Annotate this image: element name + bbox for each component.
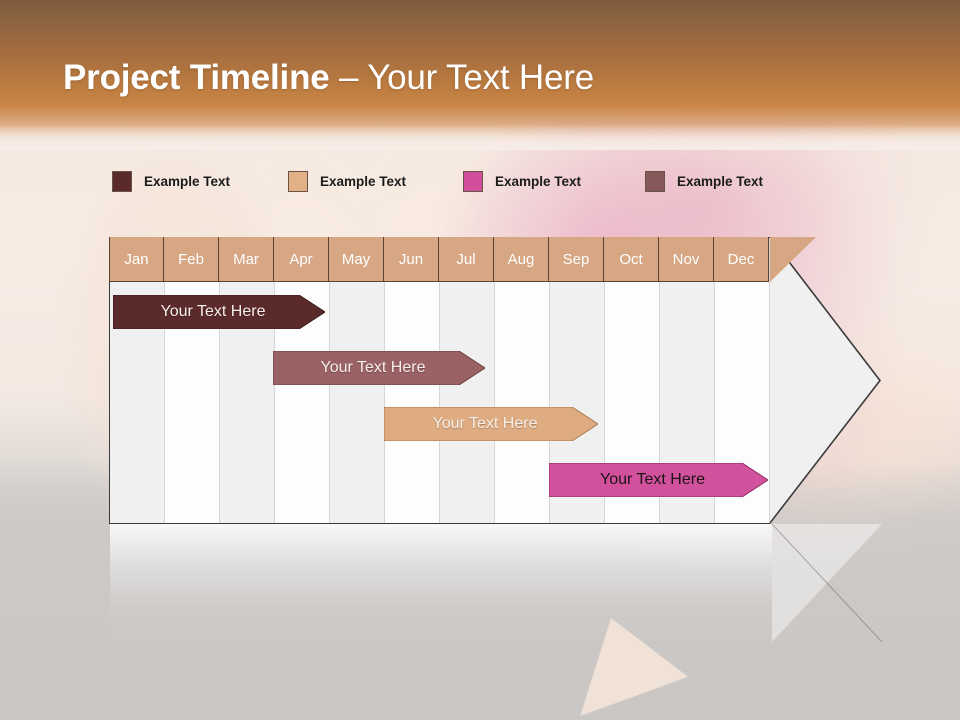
legend-item-1: Example Text xyxy=(288,168,406,194)
title-band xyxy=(0,0,960,150)
month-header-nov[interactable]: Nov xyxy=(659,237,714,282)
task-bar-2[interactable]: Your Text Here xyxy=(384,407,598,441)
legend-swatch-icon xyxy=(463,170,483,192)
month-header-jul[interactable]: Jul xyxy=(439,237,494,282)
page-title: Project Timeline – Your Text Here xyxy=(63,58,594,98)
legend-swatch-icon xyxy=(112,170,132,192)
task-bar-label: Your Text Here xyxy=(160,303,266,320)
month-header-jun[interactable]: Jun xyxy=(384,237,439,282)
task-bar-shape xyxy=(549,463,768,497)
legend-item-2: Example Text xyxy=(463,168,581,194)
legend-swatch-icon xyxy=(288,170,308,192)
grid-separator xyxy=(494,238,495,523)
page-title-bold: Project Timeline xyxy=(63,58,330,97)
task-bar-label: Your Text Here xyxy=(432,415,538,432)
task-bar-0[interactable]: Your Text Here xyxy=(113,295,325,329)
grid-separator xyxy=(714,238,715,523)
chart-reflection-arrow xyxy=(772,524,883,642)
grid-column-dec xyxy=(715,238,770,523)
grid-separator xyxy=(769,238,770,523)
grid-separator xyxy=(549,238,550,523)
month-header-feb[interactable]: Feb xyxy=(164,237,219,282)
page-title-rest: – Your Text Here xyxy=(329,58,594,97)
month-header-apr[interactable]: Apr xyxy=(274,237,329,282)
month-header-jan[interactable]: Jan xyxy=(109,237,164,282)
chart-reflection xyxy=(110,524,772,642)
legend: Example Text Example Text Example Text Exam… xyxy=(110,168,830,194)
legend-label: Example Text xyxy=(495,173,582,189)
task-bar-shape xyxy=(113,295,325,329)
grid-separator xyxy=(219,238,220,523)
month-header-may[interactable]: May xyxy=(329,237,384,282)
grid-separator xyxy=(659,238,660,523)
month-header-sep[interactable]: Sep xyxy=(549,237,604,282)
grid-column-oct xyxy=(605,238,660,523)
grid-column-jan xyxy=(110,238,165,523)
legend-item-3: Example Text xyxy=(645,168,763,194)
legend-label: Example Text xyxy=(320,173,407,189)
legend-label: Example Text xyxy=(144,173,231,189)
task-bar-1[interactable]: Your Text Here xyxy=(273,351,485,385)
task-bar-label: Your Text Here xyxy=(320,359,426,376)
legend-item-0: Example Text xyxy=(112,168,230,194)
month-header-dec[interactable]: Dec xyxy=(714,237,769,282)
grid-column-feb xyxy=(165,238,220,523)
grid-column-aug xyxy=(495,238,550,523)
grid-column-mar xyxy=(220,238,275,523)
legend-label: Example Text xyxy=(677,173,764,189)
grid-separator xyxy=(604,238,605,523)
task-bar-label: Your Text Here xyxy=(600,471,705,488)
task-bar-shape xyxy=(384,407,598,441)
task-bar-3[interactable]: Your Text Here xyxy=(549,463,768,497)
task-bar-shape xyxy=(273,351,485,385)
month-header-mar[interactable]: Mar xyxy=(219,237,274,282)
legend-swatch-icon xyxy=(645,170,665,192)
grid-separator xyxy=(164,238,165,523)
month-header-oct[interactable]: Oct xyxy=(604,237,659,282)
month-header-aug[interactable]: Aug xyxy=(494,237,549,282)
